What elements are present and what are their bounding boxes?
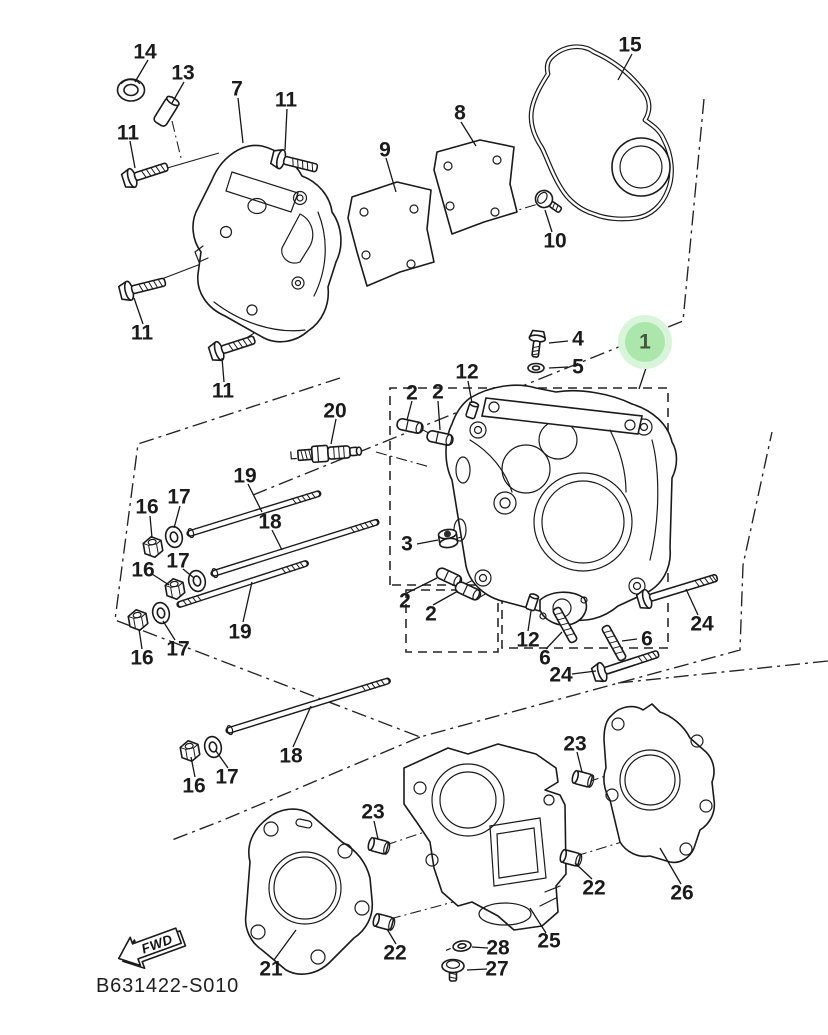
callout-17[interactable]: 17: [167, 486, 190, 509]
callout-13[interactable]: 13: [171, 62, 194, 85]
callout-19[interactable]: 19: [228, 621, 251, 644]
callout-11[interactable]: 11: [131, 322, 154, 345]
callout-16[interactable]: 16: [131, 559, 154, 582]
callout-12[interactable]: 12: [516, 629, 539, 652]
callout-15[interactable]: 15: [618, 34, 642, 57]
part-20-spark-plug: [290, 444, 363, 464]
callout-26[interactable]: 26: [670, 882, 693, 905]
callout-2[interactable]: 2: [425, 603, 437, 626]
callout-16[interactable]: 16: [130, 647, 153, 670]
part-17-washer: [162, 524, 186, 550]
part-22-dowel: [371, 912, 397, 932]
callout-22[interactable]: 22: [383, 942, 406, 965]
part-17-washer: [149, 600, 173, 626]
callout-18[interactable]: 18: [279, 745, 303, 768]
callout-17[interactable]: 17: [166, 638, 189, 661]
callout-22[interactable]: 22: [582, 877, 605, 900]
callout-5[interactable]: 5: [572, 356, 584, 379]
part-11-bolt: [117, 271, 169, 304]
part-19-stud: [176, 560, 309, 608]
part-1-cylinder-head: [445, 384, 678, 626]
callout-16[interactable]: 16: [182, 775, 205, 798]
callout-11[interactable]: 11: [212, 380, 235, 403]
part-26-gasket: [603, 703, 716, 864]
callout-16[interactable]: 16: [135, 496, 158, 519]
callout-11[interactable]: 11: [117, 122, 140, 145]
callout-10[interactable]: 10: [543, 230, 566, 253]
callout-28[interactable]: 28: [486, 937, 510, 960]
callout-9[interactable]: 9: [379, 139, 391, 162]
callout-2[interactable]: 2: [399, 590, 411, 613]
callout-18[interactable]: 18: [258, 511, 282, 534]
callout-11[interactable]: 11: [275, 89, 298, 112]
callout-24[interactable]: 24: [549, 664, 573, 687]
part-21-cylinder-gasket: [244, 808, 374, 975]
fwd-arrow: FWD: [117, 927, 187, 970]
part-16-nut: [126, 607, 150, 633]
callout-23[interactable]: 23: [563, 733, 586, 756]
callout-2[interactable]: 2: [432, 381, 444, 404]
part-23-dowel: [570, 769, 596, 789]
part-14-seal: [116, 78, 146, 102]
callout-3[interactable]: 3: [401, 533, 413, 556]
callout-20[interactable]: 20: [323, 400, 346, 423]
part-9-plate: [347, 181, 435, 287]
callout-25[interactable]: 25: [537, 930, 561, 953]
part-15-cover-gasket: [528, 44, 674, 222]
callout-2[interactable]: 2: [406, 382, 418, 405]
callout-23[interactable]: 23: [361, 801, 384, 824]
callout-8[interactable]: 8: [454, 102, 466, 125]
callout-4[interactable]: 4: [572, 328, 584, 351]
callout-27[interactable]: 27: [485, 958, 508, 981]
part-28-washer: [445, 940, 472, 952]
part-18-stud: [210, 518, 380, 579]
callout-7[interactable]: 7: [231, 78, 243, 101]
callout-1[interactable]: 1: [639, 331, 651, 354]
part-3-nut: [437, 528, 459, 549]
part-16-nut: [163, 576, 187, 602]
callout-21[interactable]: 21: [259, 958, 283, 981]
part-6-stud: [600, 623, 628, 663]
part-23-dowel: [366, 836, 392, 856]
callout-17[interactable]: 17: [166, 550, 189, 573]
group-boundaries: [114, 98, 828, 841]
part-8-plate: [433, 139, 518, 235]
part-4-bolt: [526, 329, 547, 359]
callout-6[interactable]: 6: [641, 628, 653, 651]
part-13-pin: [153, 95, 180, 127]
part-17-washer: [201, 734, 225, 760]
callout-6[interactable]: 6: [539, 647, 551, 670]
valve-guide-dashed-box: [405, 589, 499, 653]
part-18-stud: [225, 677, 391, 736]
leader-lines: [129, 53, 699, 971]
part-10-screw: [534, 189, 563, 213]
part-5-washer: [527, 362, 545, 374]
part-27-screw: [441, 958, 465, 982]
highlight-circle: [625, 322, 665, 362]
callout-12[interactable]: 12: [455, 361, 478, 384]
callout-17[interactable]: 17: [215, 766, 238, 789]
diagram-code: B631422-S010: [96, 975, 239, 997]
part-25-cylinder: [403, 743, 567, 931]
part-16-nut: [141, 534, 165, 560]
callout-24[interactable]: 24: [690, 613, 714, 636]
part-11-bolt: [119, 156, 172, 191]
callout-14[interactable]: 14: [133, 41, 157, 64]
part-19-stud: [186, 490, 322, 539]
part-2-valve-guide: [395, 417, 425, 435]
callout-19[interactable]: 19: [233, 465, 256, 488]
part-16-nut: [178, 738, 202, 764]
part-7-head-cover: [192, 144, 342, 343]
